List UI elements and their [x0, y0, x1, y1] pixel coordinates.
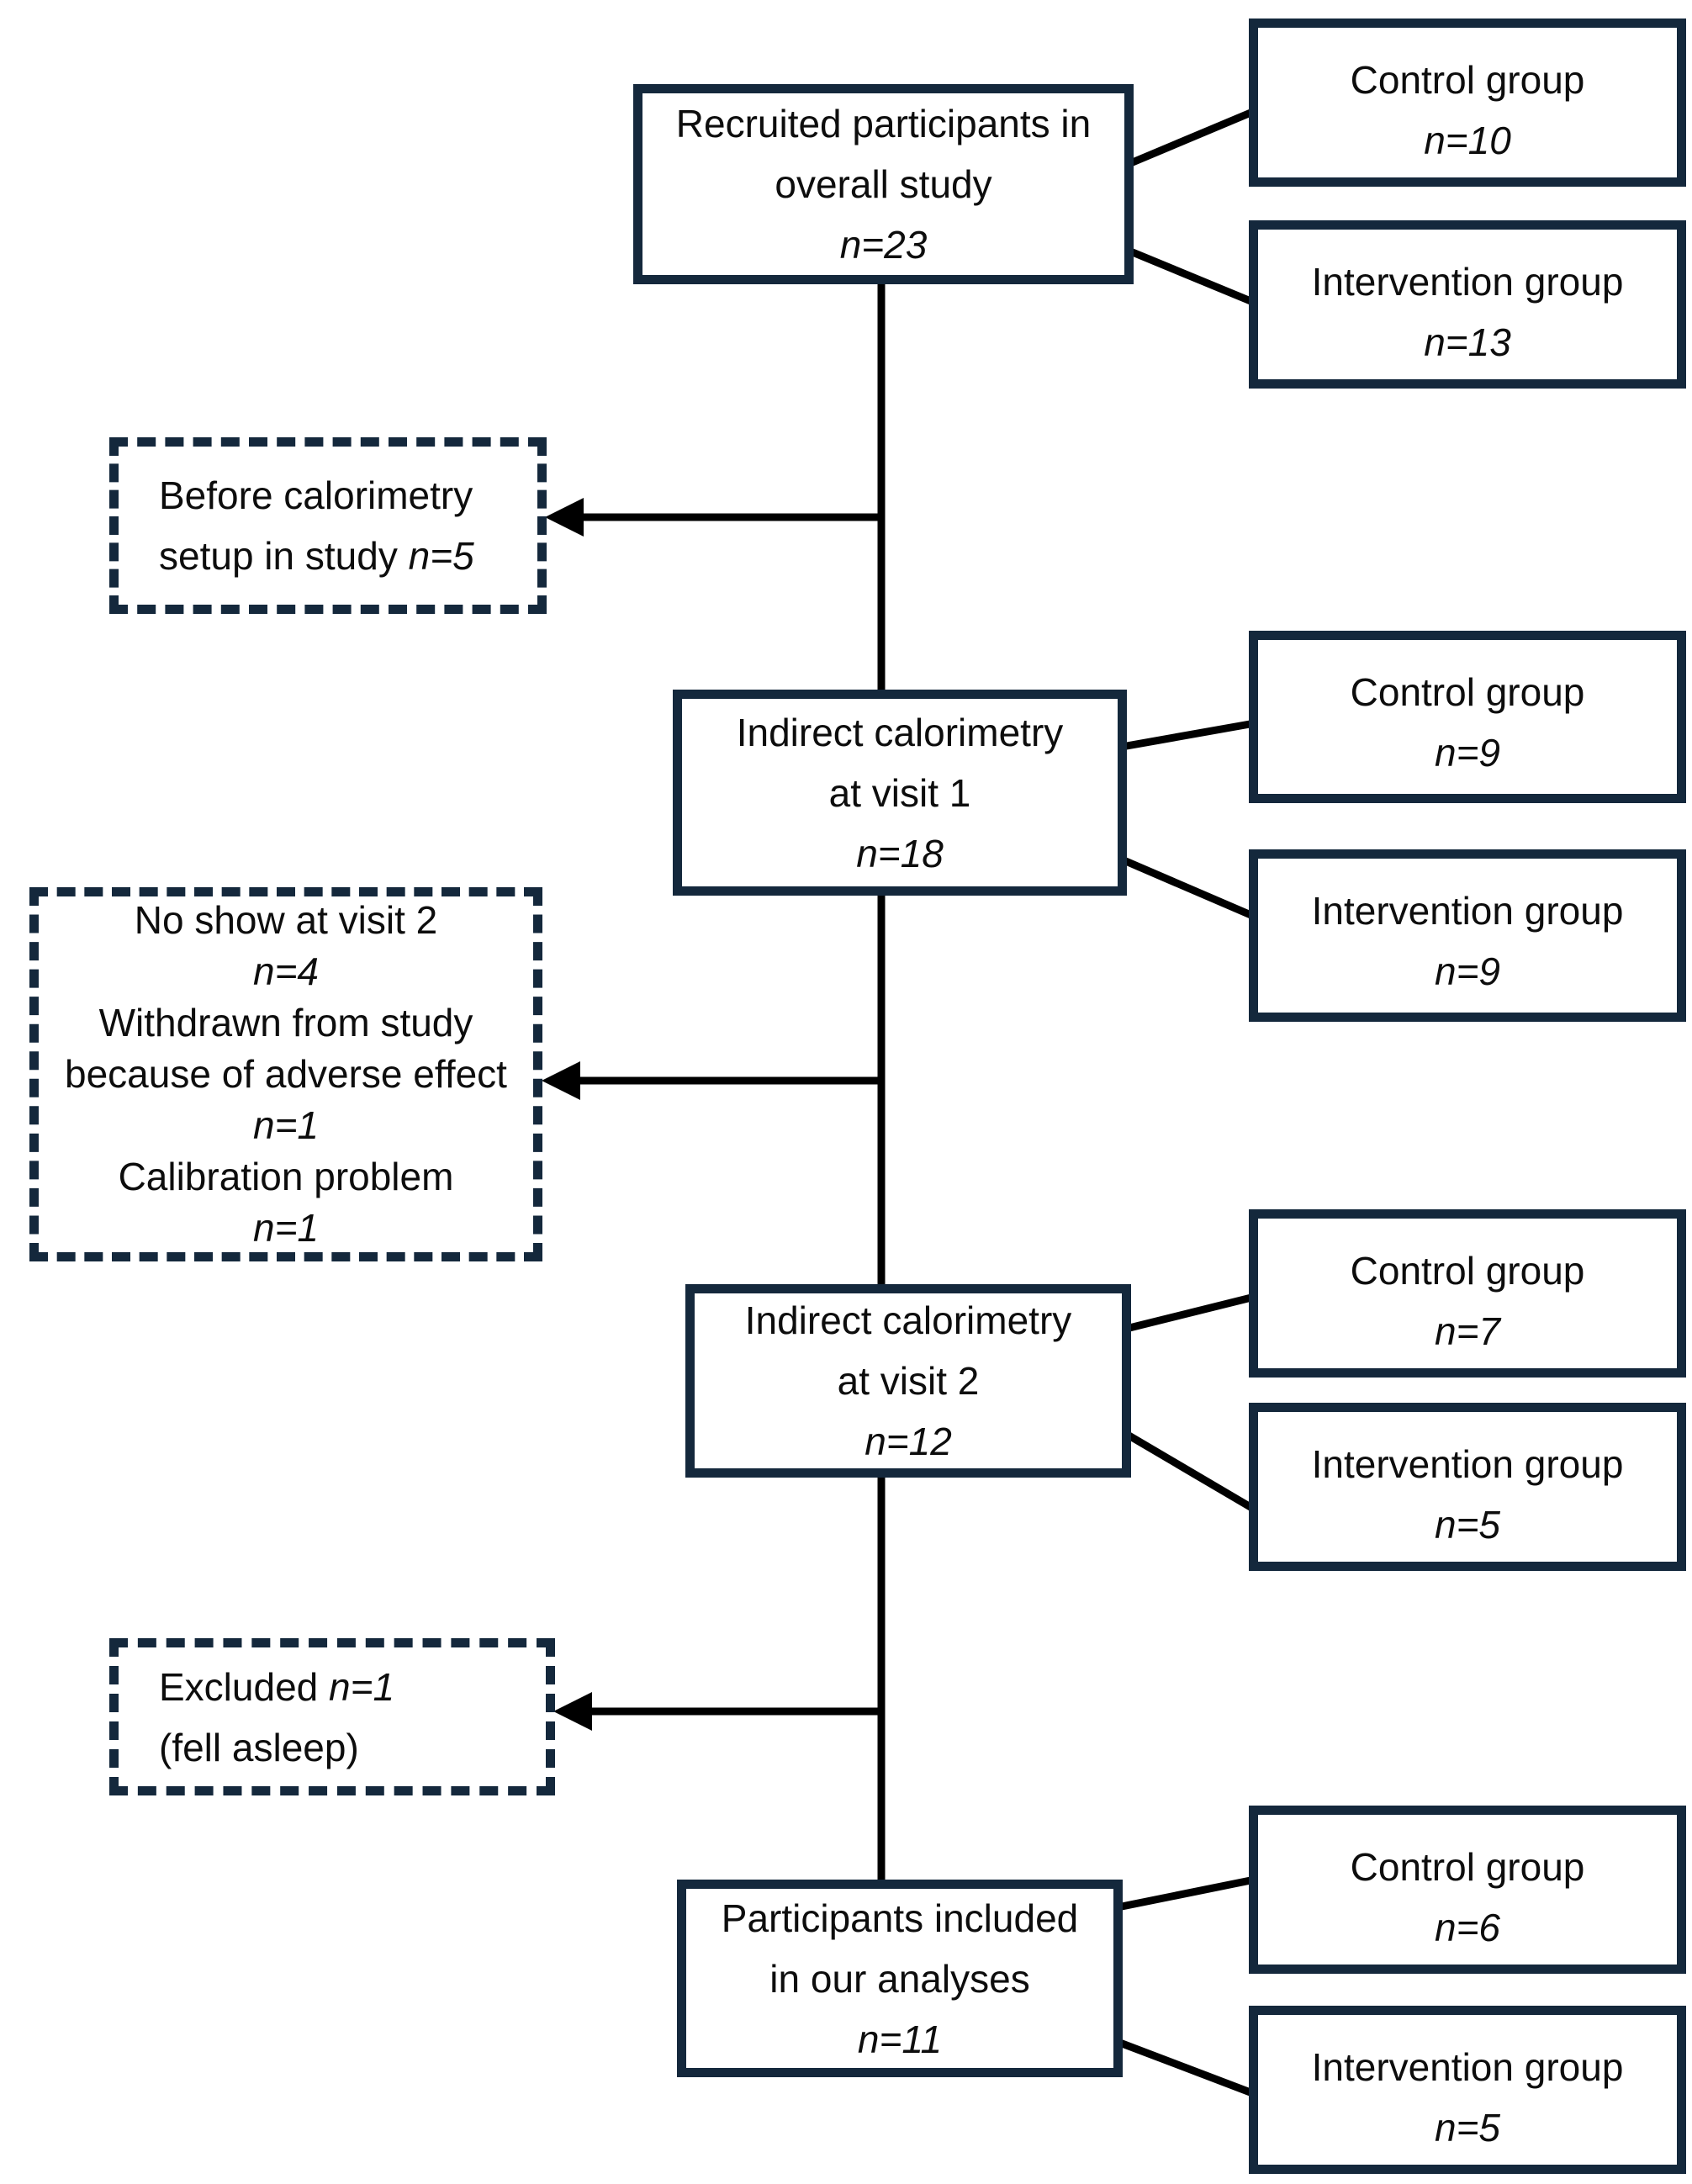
group-label: Control group — [1350, 1845, 1585, 1889]
included-analyses-box: Participants included in our analyses n=… — [677, 1880, 1123, 2077]
group-n: n=13 — [1424, 320, 1511, 364]
dropout-arrow-2-head — [542, 1061, 580, 1100]
intervention-group-box-recruited: Intervention group n=13 — [1249, 220, 1686, 389]
dropout-arrow-1-head — [545, 498, 584, 537]
branch-visit1-intervention — [1120, 855, 1256, 921]
recruited-box-line2: overall study — [775, 162, 992, 206]
recruited-box: Recruited participants in overall study … — [633, 84, 1134, 284]
excluded-n: n=1 — [329, 1664, 395, 1709]
before-setup-line2: setup in study n=5 — [159, 526, 474, 586]
recruited-box-n: n=23 — [839, 223, 928, 267]
branch-recruited-control — [1127, 107, 1256, 168]
group-label: Intervention group — [1311, 260, 1624, 304]
visit2-dropout-box: No show at visit 2 n=4 Withdrawn from st… — [29, 887, 542, 1261]
branch-visit2-control — [1124, 1293, 1256, 1333]
group-n: n=9 — [1434, 949, 1501, 993]
dropout-calibration-n: n=1 — [252, 1206, 320, 1250]
dropout-noshow-n: n=4 — [252, 949, 320, 993]
group-n: n=5 — [1434, 2106, 1501, 2150]
visit1-box-n: n=18 — [856, 831, 944, 875]
group-n: n=10 — [1424, 119, 1511, 162]
before-setup-n: n=5 — [408, 534, 474, 578]
before-setup-line1: Before calorimetry — [159, 473, 473, 517]
excluded-box: Excluded n=1 (fell asleep) — [109, 1638, 555, 1795]
before-setup-dropout-box: Before calorimetry setup in study n=5 — [109, 437, 547, 614]
analyses-box-line1: Participants included — [721, 1896, 1079, 1940]
group-label: Control group — [1350, 1249, 1585, 1293]
visit2-box-line2: at visit 2 — [837, 1359, 980, 1403]
control-group-box-visit2: Control group n=7 — [1249, 1209, 1686, 1378]
group-label: Intervention group — [1311, 2045, 1624, 2089]
branch-analyses-control — [1117, 1875, 1256, 1912]
group-label: Intervention group — [1311, 889, 1624, 933]
visit2-box-line1: Indirect calorimetry — [744, 1298, 1072, 1342]
dropout-calibration-text: Calibration problem — [118, 1155, 454, 1198]
branch-visit2-intervention — [1124, 1430, 1257, 1513]
group-n: n=7 — [1434, 1309, 1501, 1353]
visit1-box-line1: Indirect calorimetry — [736, 710, 1064, 754]
group-label: Control group — [1350, 58, 1585, 102]
control-group-box-analyses: Control group n=6 — [1249, 1806, 1686, 1974]
group-label: Control group — [1350, 670, 1585, 714]
dropout-withdrawn-text-2: because of adverse effect — [65, 1052, 507, 1096]
branch-analyses-intervention — [1116, 2038, 1256, 2098]
group-n: n=9 — [1434, 731, 1501, 775]
branch-recruited-intervention — [1127, 246, 1256, 307]
intervention-group-box-analyses: Intervention group n=5 — [1249, 2006, 1686, 2174]
control-group-box-visit1: Control group n=9 — [1249, 631, 1686, 803]
calorimetry-visit2-box: Indirect calorimetry at visit 2 n=12 — [685, 1284, 1131, 1478]
dropout-withdrawn-text-1: Withdrawn from study — [98, 1001, 473, 1044]
intervention-group-box-visit2: Intervention group n=5 — [1249, 1403, 1686, 1571]
control-group-box-recruited: Control group n=10 — [1249, 19, 1686, 187]
visit1-box-line2: at visit 1 — [828, 770, 971, 815]
dropout-withdrawn-n: n=1 — [252, 1103, 320, 1147]
group-label: Intervention group — [1311, 1442, 1624, 1486]
calorimetry-visit1-box: Indirect calorimetry at visit 1 n=18 — [673, 690, 1127, 896]
group-n: n=5 — [1434, 1503, 1501, 1547]
group-n: n=6 — [1434, 1906, 1501, 1949]
branch-visit1-control — [1121, 719, 1256, 751]
dropout-arrow-3-head — [553, 1692, 592, 1731]
dropout-noshow-text: No show at visit 2 — [134, 898, 438, 942]
analyses-box-n: n=11 — [857, 2017, 943, 2061]
excluded-text: Excluded — [159, 1664, 319, 1709]
excluded-line1: Excluded n=1 — [159, 1657, 394, 1717]
before-setup-line2-text: setup in study — [159, 534, 398, 578]
analyses-box-line2: in our analyses — [769, 1956, 1030, 2001]
excluded-reason: (fell asleep) — [159, 1725, 359, 1769]
recruited-box-line1: Recruited participants in — [675, 102, 1092, 145]
intervention-group-box-visit1: Intervention group n=9 — [1249, 849, 1686, 1022]
visit2-box-n: n=12 — [865, 1420, 952, 1463]
